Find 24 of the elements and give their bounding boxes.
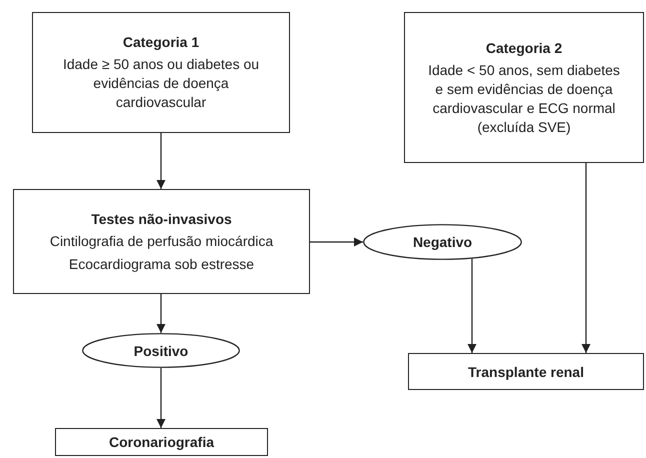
box-heading: Positivo <box>134 342 188 360</box>
decision-ellipse <box>363 224 522 260</box>
box-heading: Negativo <box>412 233 472 251</box>
box-heading: Transplante renal <box>468 362 584 380</box>
arrow <box>156 368 166 428</box>
box-text: Cintilografia de perfusão miocárdica <box>50 232 274 250</box>
box-heading: Testes não-invasivos <box>91 210 232 228</box>
box-heading: Categoria 1 <box>122 33 200 51</box>
decision-ellipse <box>82 333 240 368</box>
box-heading: Coronariografia <box>108 433 214 451</box>
box-heading: Categoria 2 <box>486 38 562 56</box>
process-box <box>408 353 644 390</box>
process-box <box>55 428 268 456</box>
box-text: Idade ≥ 50 anos ou diabetes ou evidências de doença cardiovascular <box>62 55 260 112</box>
box-text: Idade < 50 anos, sem diabetes e sem evidências de doença cardiovascular e ECG normal (excluída SVE) <box>427 60 621 136</box>
arrow <box>468 258 476 353</box>
process-box <box>32 12 290 133</box>
arrow <box>310 238 363 246</box>
process-box <box>404 12 644 163</box>
box-text: Ecocardiograma sob estresse <box>68 254 254 274</box>
arrow <box>582 163 590 353</box>
process-box <box>13 189 310 294</box>
arrow <box>156 294 166 333</box>
arrow <box>156 133 166 189</box>
